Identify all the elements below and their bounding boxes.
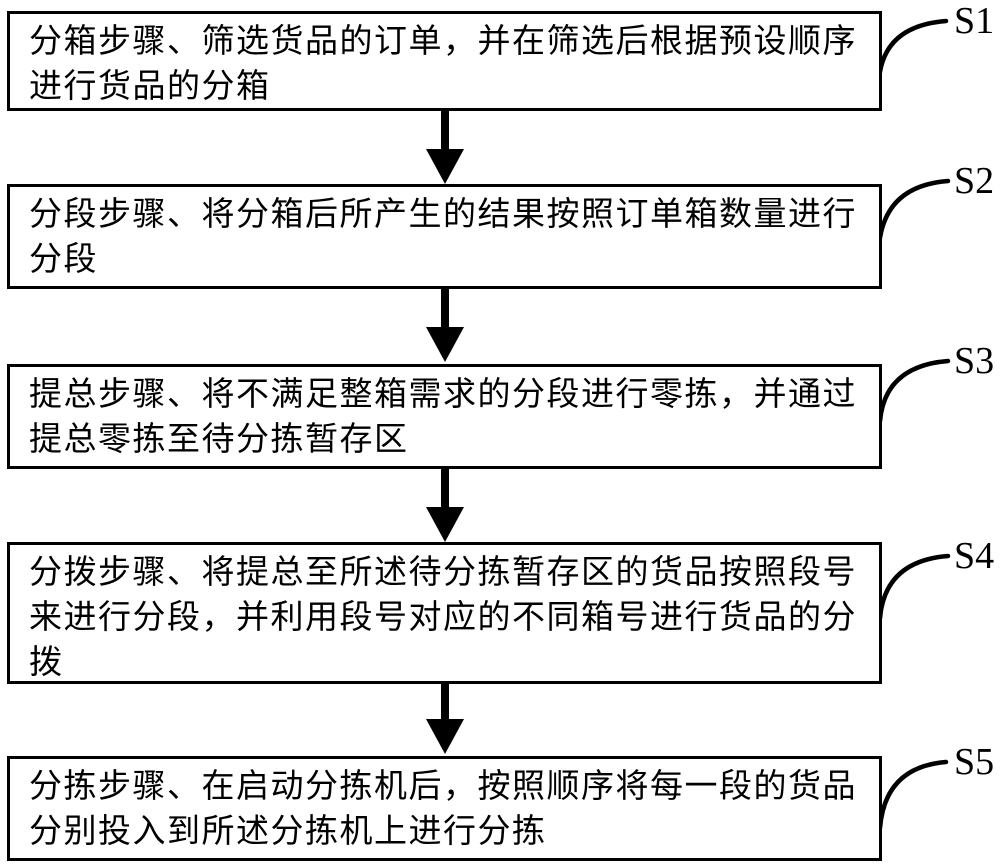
step-label-s5: S5 xyxy=(954,741,995,783)
step-text-line: 提总零拣至待分拣暂存区 xyxy=(29,419,409,458)
flow-step-box-2: 分段步骤、将分箱后所产生的结果按照订单箱数量进行 分段 xyxy=(7,184,882,289)
step-text-line: 分段 xyxy=(29,239,98,278)
leader-curve-s2 xyxy=(876,178,951,249)
step-text-line: 分箱步骤、筛选货品的订单，并在筛选后根据预设顺序 xyxy=(29,21,857,60)
step-text-line: 拨 xyxy=(29,642,64,681)
step-text-line: 分拨步骤、将提总至所述待分拣暂存区的货品按照段号 xyxy=(29,552,857,591)
step-label-s4: S4 xyxy=(954,535,995,577)
step-text-line: 分拣步骤、在启动分拣机后，按照顺序将每一段的货品 xyxy=(29,766,857,805)
step-text-line: 提总步骤、将不满足整箱需求的分段进行零拣，并通过 xyxy=(29,374,857,413)
step-label-s2: S2 xyxy=(954,160,995,202)
step-label-s3: S3 xyxy=(954,340,995,382)
flow-step-box-3: 提总步骤、将不满足整箱需求的分段进行零拣，并通过 提总零拣至待分拣暂存区 xyxy=(7,364,882,469)
down-arrow-icon xyxy=(426,110,464,184)
flow-step-box-5: 分拣步骤、在启动分拣机后，按照顺序将每一段的货品 分别投入到所述分拣机上进行分拣 xyxy=(7,756,882,861)
flow-step-box-1: 分箱步骤、筛选货品的订单，并在筛选后根据预设顺序 进行货品的分箱 xyxy=(7,11,882,111)
step-label-s1: S1 xyxy=(954,0,995,42)
flow-step-box-4: 分拨步骤、将提总至所述待分拣暂存区的货品按照段号 来进行分段，并利用段号对应的不… xyxy=(7,542,882,684)
step-text-line: 来进行分段，并利用段号对应的不同箱号进行货品的分 xyxy=(29,597,857,636)
step-text-line: 分段步骤、将分箱后所产生的结果按照订单箱数量进行 xyxy=(29,194,857,233)
step-text-line: 进行货品的分箱 xyxy=(29,66,271,105)
leader-curve-s5 xyxy=(877,759,949,831)
down-arrow-icon xyxy=(426,683,464,754)
leader-curve-s1 xyxy=(876,18,949,83)
step-text-line: 分别投入到所述分拣机上进行分拣 xyxy=(29,811,547,850)
leader-curve-s3 xyxy=(877,358,951,424)
leader-curve-s4 xyxy=(877,553,951,621)
down-arrow-icon xyxy=(426,467,464,542)
down-arrow-icon xyxy=(426,287,464,362)
